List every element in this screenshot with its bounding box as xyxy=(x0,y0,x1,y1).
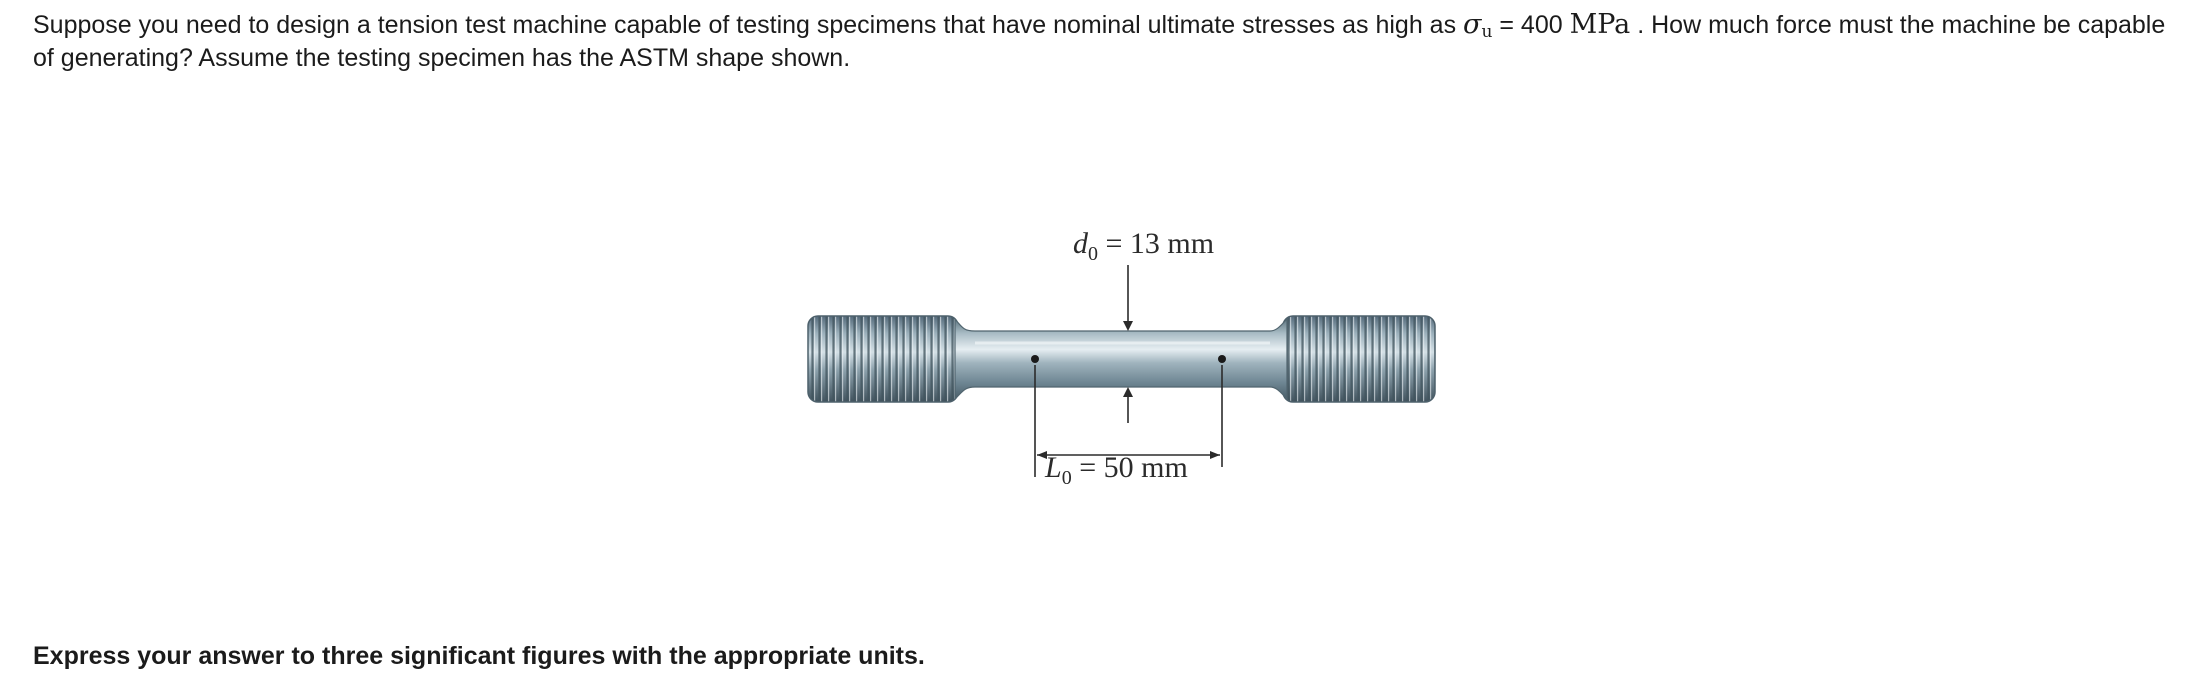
question-text-before: Suppose you need to design a tension tes… xyxy=(33,11,1464,39)
right-threaded-end xyxy=(1282,315,1436,403)
question-text: Suppose you need to design a tension tes… xyxy=(33,8,2183,75)
left-gauge-mark xyxy=(1031,355,1039,363)
length-label: L0 = 50 mm xyxy=(1044,451,1188,489)
left-threaded-end xyxy=(807,315,959,403)
question-text-after: . How much force must the machine be cap… xyxy=(33,11,2166,72)
specimen-figure: d0 = 13 mm L0 = 50 mm xyxy=(795,215,1465,505)
stress-symbol: σu xyxy=(1463,9,1493,42)
gauge-section xyxy=(954,317,1288,401)
answer-instruction: Express your answer to three significant… xyxy=(33,642,925,670)
length-dimension xyxy=(1034,365,1223,477)
stress-value: = 400 xyxy=(1492,11,1570,39)
diameter-label: d0 = 13 mm xyxy=(1073,227,1214,265)
diameter-arrows xyxy=(1123,265,1133,423)
stress-unit: MPa xyxy=(1569,9,1631,40)
astm-specimen-drawing: d0 = 13 mm L0 = 50 mm xyxy=(807,227,1436,489)
right-gauge-mark xyxy=(1218,355,1226,363)
